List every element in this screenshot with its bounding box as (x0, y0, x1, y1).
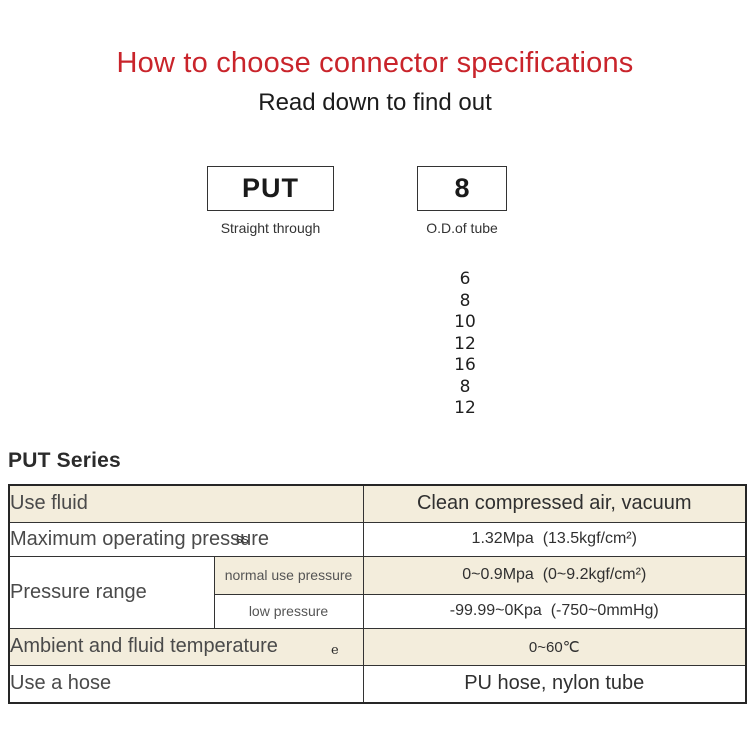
table-row-low-pressure: low pressure -99.99~0Kpa (-750~0mmHg) (9, 593, 747, 629)
table-row-hose: Use a hose PU hose, nylon tube (8, 664, 747, 704)
tube-size-box: 8 (417, 166, 507, 211)
spec-sublabel-cell: normal use pressure (213, 555, 364, 595)
tube-size-item: 12 (454, 398, 476, 418)
caption-straight-through: Straight through (220, 220, 321, 236)
page-subtitle: Read down to find out (258, 89, 492, 116)
page-title: How to choose connector specifications (116, 47, 634, 79)
tube-size-item: 8 (459, 376, 471, 397)
spec-value-cell: 1.32Mpa (13.5kgf/cm²) (362, 521, 747, 557)
spec-label-cell: Maximum operating pressure (8, 521, 364, 557)
spec-label-cell: Use a hose (8, 664, 364, 704)
caption-od-of-tube: O.D.of tube (426, 220, 498, 236)
spec-sublabel-cell: low pressure (213, 593, 364, 629)
tube-size-item: 12 (454, 333, 476, 354)
tube-size-text: 8 (454, 173, 470, 203)
tube-size-item: 16 (454, 355, 476, 375)
overlap-text-e: e (331, 643, 339, 658)
model-code-text: PUT (242, 173, 299, 203)
table-row-normal-pressure: Pressure range normal use pressure 0~0.9… (8, 555, 747, 629)
overlap-text-ss: ss (236, 531, 249, 546)
tube-size-item: 10 (454, 312, 476, 332)
spec-label-cell: Use fluid (8, 484, 364, 523)
spec-value-cell: 0~0.9Mpa (0~9.2kgf/cm²) (362, 555, 747, 595)
spec-value-cell: -99.99~0Kpa (-750~0mmHg) (362, 593, 747, 629)
series-heading: PUT Series (8, 449, 121, 472)
table-row-max-pressure: Maximum operating pressure 1.32Mpa (13.5… (8, 521, 747, 557)
tube-size-list: 6 8 10 12 16 8 12 (417, 269, 513, 420)
spec-table: Use fluid Clean compressed air, vacuum M… (8, 484, 747, 704)
spec-label-cell: Ambient and fluid temperature (8, 627, 364, 666)
spec-label-cell: Pressure range (8, 555, 215, 629)
spec-value-cell: 0~60℃ (362, 627, 747, 666)
spec-value-cell: PU hose, nylon tube (362, 664, 747, 704)
table-row-use-fluid: Use fluid Clean compressed air, vacuum (8, 484, 747, 523)
table-row-temperature: Ambient and fluid temperature 0~60℃ (8, 627, 747, 666)
model-code-box-put: PUT (207, 166, 334, 211)
tube-size-item: 8 (459, 290, 471, 311)
tube-size-item: 6 (459, 269, 471, 289)
spec-value-cell: Clean compressed air, vacuum (362, 484, 747, 523)
